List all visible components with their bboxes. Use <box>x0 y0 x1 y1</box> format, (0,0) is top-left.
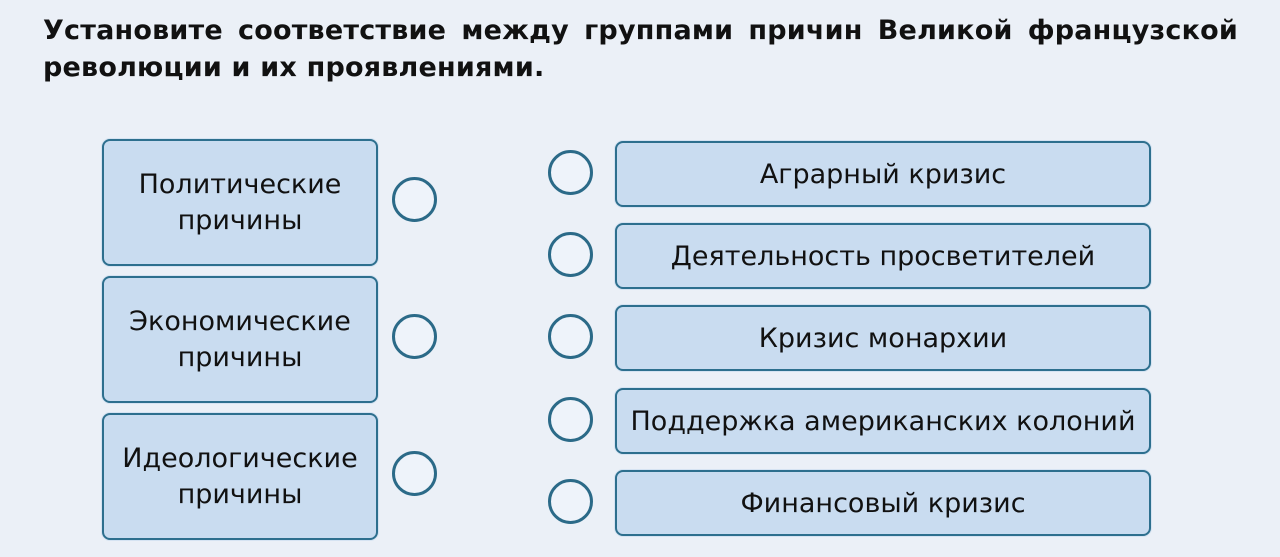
question-text: Установите соответствие между группами п… <box>43 15 1238 83</box>
category-political-radio[interactable] <box>392 177 437 222</box>
item-financial-crisis: Финансовый кризис <box>615 470 1151 536</box>
item-monarchy-crisis-radio[interactable] <box>548 314 593 359</box>
category-economic: Экономические причины <box>102 276 378 403</box>
item-monarchy-crisis: Кризис монархии <box>615 305 1151 371</box>
item-enlighteners: Деятельность просветителей <box>615 223 1151 289</box>
category-ideological-radio[interactable] <box>392 451 437 496</box>
category-label: Идеологические причины <box>122 442 358 510</box>
item-enlighteners-radio[interactable] <box>548 232 593 277</box>
category-economic-radio[interactable] <box>392 314 437 359</box>
item-label: Деятельность просветителей <box>670 240 1096 272</box>
item-american-colonies-radio[interactable] <box>548 397 593 442</box>
category-label: Экономические причины <box>129 305 351 373</box>
item-label: Финансовый кризис <box>740 487 1026 519</box>
category-label: Политические причины <box>138 168 342 236</box>
item-american-colonies: Поддержка американских колоний <box>615 388 1151 454</box>
item-label: Поддержка американских колоний <box>630 405 1136 437</box>
category-ideological: Идеологические причины <box>102 413 378 540</box>
item-financial-crisis-radio[interactable] <box>548 479 593 524</box>
category-political: Политические причины <box>102 139 378 266</box>
item-label: Аграрный кризис <box>759 158 1007 190</box>
item-agrarian-crisis: Аграрный кризис <box>615 141 1151 207</box>
item-agrarian-crisis-radio[interactable] <box>548 150 593 195</box>
item-label: Кризис монархии <box>758 322 1008 354</box>
